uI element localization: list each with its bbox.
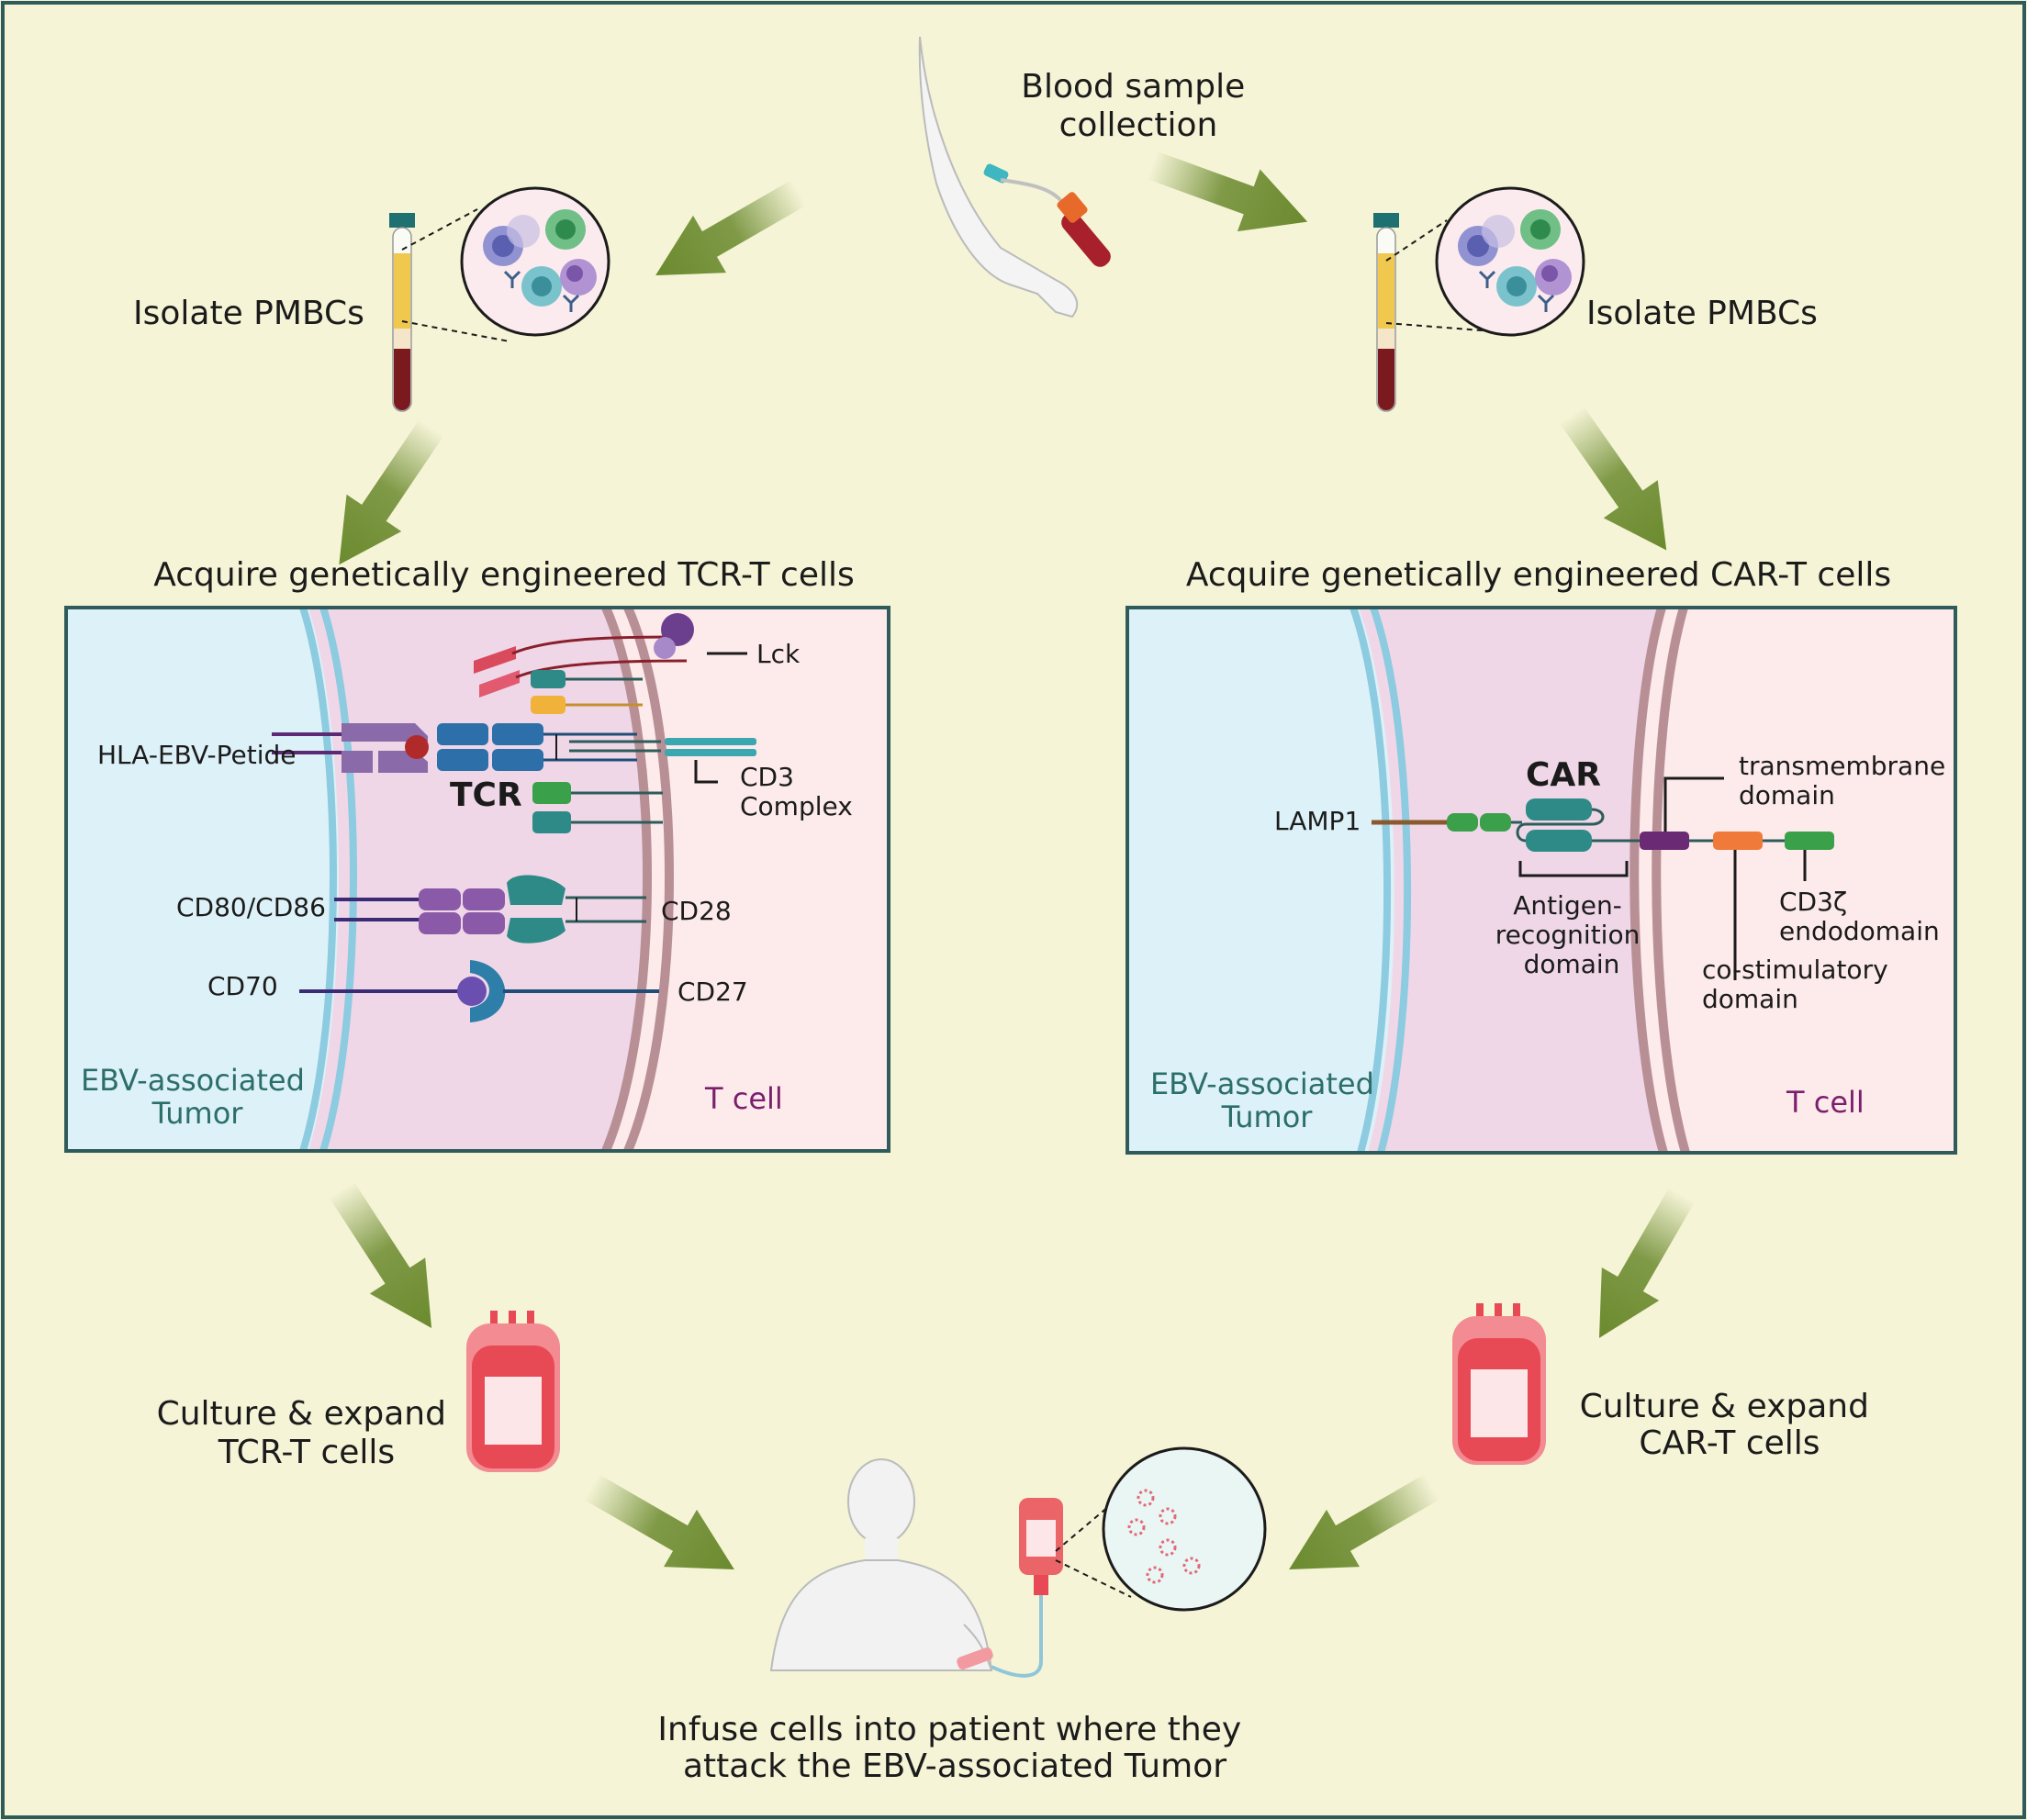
tcr-panel: Lck HLA-EBV-Peti <box>64 606 890 1153</box>
cd27-label: CD27 <box>678 977 748 1007</box>
lck-complex-icon <box>474 613 747 714</box>
acquire-tcr-label: Acquire genetically engineered TCR-T cel… <box>153 556 855 594</box>
tcr-receptor-icon <box>437 723 756 833</box>
car-tcell-label: T cell <box>1786 1085 1865 1120</box>
arm-illustration <box>918 36 1111 318</box>
test-tube-right-icon <box>1372 213 1400 412</box>
pbmc-cells-left-icon <box>460 186 610 337</box>
cd70-label: CD70 <box>207 971 278 1001</box>
acquire-car-label: Acquire genetically engineered CAR-T cel… <box>1186 556 1891 594</box>
costim-label: co-stimulatory domain <box>1702 955 1897 1014</box>
hla-label: HLA-EBV-Petide <box>97 740 296 770</box>
cd70-cd27-icon <box>299 960 659 1022</box>
cart-cells-circle-icon <box>1102 1446 1267 1612</box>
tcr-tcell-label: T cell <box>704 1081 783 1116</box>
car-tumor-label: EBV-associated Tumor <box>1150 1066 1383 1134</box>
pbmc-cells-right-icon <box>1435 186 1585 337</box>
hla-peptide-icon <box>272 723 429 773</box>
isolate-right-label: Isolate PMBCs <box>1586 295 1818 332</box>
blood-bag-left-icon <box>466 1311 560 1472</box>
culture-car-label: Culture & expand CAR-T cells <box>1580 1388 1880 1462</box>
cd28-label: CD28 <box>661 896 732 926</box>
cd80-label: CD80/CD86 <box>176 892 326 922</box>
transmembrane-label: transmembrane domain <box>1739 751 1954 810</box>
patient-illustration <box>769 1458 993 1671</box>
tcr-label: TCR <box>450 776 522 814</box>
lck-label: Lck <box>756 639 801 669</box>
blood-tube-icon <box>1061 212 1111 267</box>
blood-sample-label: Blood sample collection <box>1021 68 1255 144</box>
lamp1-car-icon <box>1372 776 1834 980</box>
isolate-left-label: Isolate PMBCs <box>133 295 364 332</box>
culture-tcr-label: Culture & expand TCR-T cells <box>157 1395 457 1471</box>
cd80-cd28-icon <box>334 875 646 943</box>
test-tube-left-icon <box>388 213 416 412</box>
tcr-tumor-label: EBV-associated Tumor <box>81 1063 314 1131</box>
lamp1-label: LAMP1 <box>1274 806 1361 836</box>
cd3z-label: CD3ζ endodomain <box>1779 887 1940 946</box>
car-label: CAR <box>1526 756 1601 794</box>
antigen-label: Antigen- recognition domain <box>1495 890 1649 979</box>
car-panel: LAMP1 CAR transmembrane domain Antigen- … <box>1125 606 1957 1155</box>
blood-bag-right-icon <box>1452 1303 1546 1465</box>
infuse-label: Infuse cells into patient where they att… <box>657 1711 1251 1785</box>
iv-bag-icon <box>957 1498 1063 1678</box>
cd3-label: CD3 Complex <box>740 762 853 821</box>
